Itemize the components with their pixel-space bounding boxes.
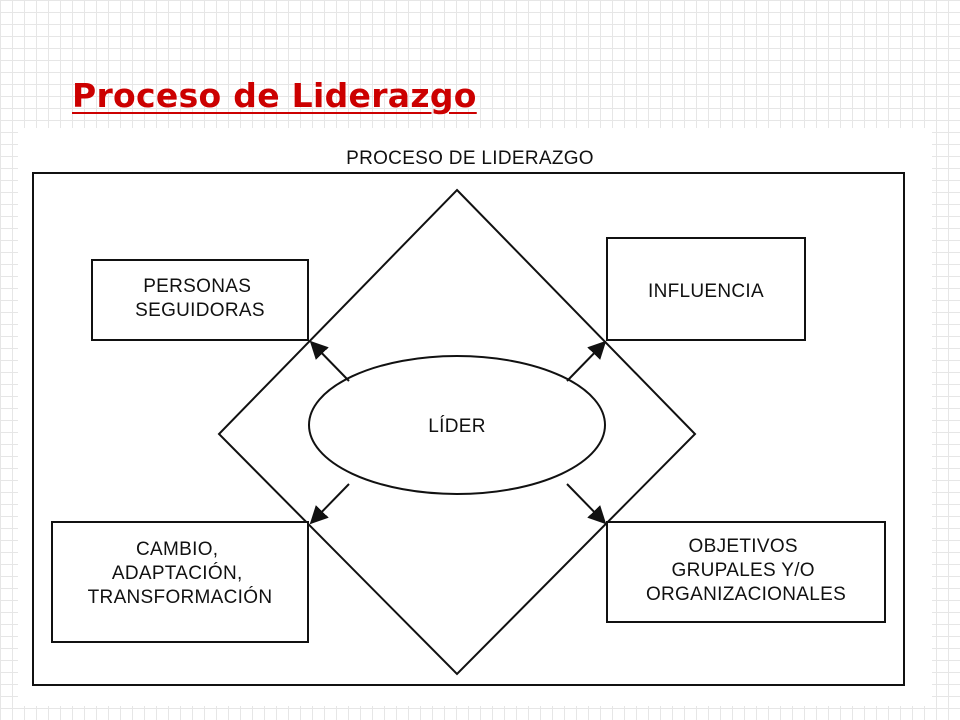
change-label-line-2: ADAPTACIÓN, (112, 562, 243, 584)
diagram-panel: PROCESO DE LIDERAZGO LÍDER PERSONAS SEGU… (18, 128, 932, 706)
arrow-to-change (309, 483, 350, 525)
leader-label: LÍDER (428, 416, 485, 437)
influence-label: INFLUENCIA (648, 281, 764, 302)
followers-label-line-2: SEGUIDORAS (135, 300, 265, 321)
objectives-label-line-1: OBJETIVOS (689, 536, 798, 557)
objectives-label-line-3: ORGANIZACIONALES (646, 584, 846, 605)
change-label-line-1: CAMBIO, (136, 539, 218, 560)
followers-label-line-1: PERSONAS (143, 276, 251, 297)
objectives-label: OBJETIVOS GRUPALES Y/O ORGANIZACIONALES (646, 536, 846, 605)
leadership-process-diagram: PROCESO DE LIDERAZGO LÍDER PERSONAS SEGU… (32, 148, 905, 686)
diagram-heading: PROCESO DE LIDERAZGO (346, 148, 594, 169)
arrow-to-followers (309, 340, 350, 382)
followers-box (91, 259, 309, 341)
influence-box (606, 237, 806, 341)
objectives-box (606, 521, 886, 623)
change-label: CAMBIO, ADAPTACIÓN, TRANSFORMACIÓN (88, 539, 273, 608)
slide-title: Proceso de Liderazgo (72, 76, 477, 115)
change-label-line-3: TRANSFORMACIÓN (88, 586, 273, 608)
change-box (51, 521, 309, 643)
arrow-to-objectives (566, 483, 607, 525)
leader-ellipse (308, 355, 606, 495)
followers-label: PERSONAS SEGUIDORAS (135, 276, 265, 321)
arrow-to-influence (566, 340, 607, 382)
objectives-label-line-2: GRUPALES Y/O (672, 560, 815, 581)
